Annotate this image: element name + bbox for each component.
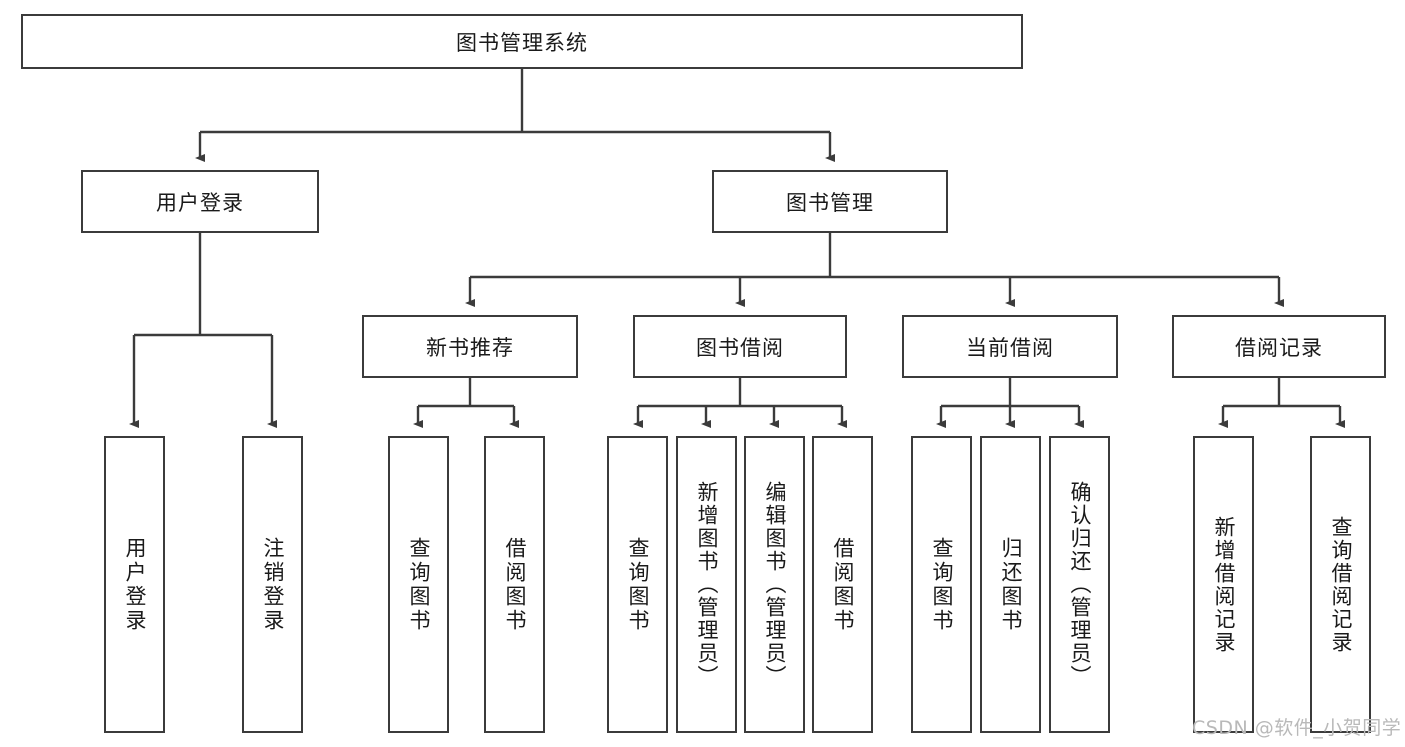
node-label: 查询图书 [626, 536, 650, 633]
leaf-borrow-add-book-admin[interactable]: 新增图书（管理员） [676, 436, 737, 733]
node-label: 确认归还（管理员） [1068, 481, 1092, 688]
node-label: 新增图书（管理员） [695, 481, 719, 688]
node-new-book-recommend[interactable]: 新书推荐 [362, 315, 578, 378]
node-label: 用户登录 [123, 536, 147, 633]
leaf-borrow-borrow-book[interactable]: 借阅图书 [812, 436, 873, 733]
leaf-record-query-borrow-record[interactable]: 查询借阅记录 [1310, 436, 1371, 733]
node-book-borrow[interactable]: 图书借阅 [633, 315, 847, 378]
node-label: 借阅图书 [831, 536, 855, 633]
node-book-management[interactable]: 图书管理 [712, 170, 948, 233]
node-root-book-management-system[interactable]: 图书管理系统 [21, 14, 1023, 69]
node-label: 编辑图书（管理员） [763, 481, 787, 688]
node-label: 新增借阅记录 [1212, 515, 1236, 654]
leaf-record-add-borrow-record[interactable]: 新增借阅记录 [1193, 436, 1254, 733]
node-label: 当前借阅 [966, 335, 1054, 360]
node-label: 用户登录 [156, 190, 244, 215]
node-current-borrow[interactable]: 当前借阅 [902, 315, 1118, 378]
node-label: 图书管理 [786, 190, 874, 215]
leaf-current-confirm-return-admin[interactable]: 确认归还（管理员） [1049, 436, 1110, 733]
node-label: 查询借阅记录 [1329, 515, 1353, 654]
node-label: 注销登录 [261, 536, 285, 633]
leaf-current-return-book[interactable]: 归还图书 [980, 436, 1041, 733]
leaf-borrow-query-book[interactable]: 查询图书 [607, 436, 668, 733]
node-label: 图书管理系统 [456, 30, 588, 55]
leaf-recommend-query-book[interactable]: 查询图书 [388, 436, 449, 733]
node-label: 查询图书 [930, 536, 954, 633]
leaf-current-query-book[interactable]: 查询图书 [911, 436, 972, 733]
node-label: 新书推荐 [426, 335, 514, 360]
node-user-login[interactable]: 用户登录 [81, 170, 319, 233]
csdn-watermark: CSDN @软件_小贺同学 [1192, 717, 1402, 739]
leaf-user-login-login[interactable]: 用户登录 [104, 436, 165, 733]
node-label: 借阅图书 [503, 536, 527, 633]
node-label: 查询图书 [407, 536, 431, 633]
leaf-borrow-edit-book-admin[interactable]: 编辑图书（管理员） [744, 436, 805, 733]
node-label: 借阅记录 [1235, 335, 1323, 360]
node-borrow-record[interactable]: 借阅记录 [1172, 315, 1386, 378]
leaf-recommend-borrow-book[interactable]: 借阅图书 [484, 436, 545, 733]
node-label: 归还图书 [999, 536, 1023, 633]
node-label: 图书借阅 [696, 335, 784, 360]
leaf-user-login-logout[interactable]: 注销登录 [242, 436, 303, 733]
